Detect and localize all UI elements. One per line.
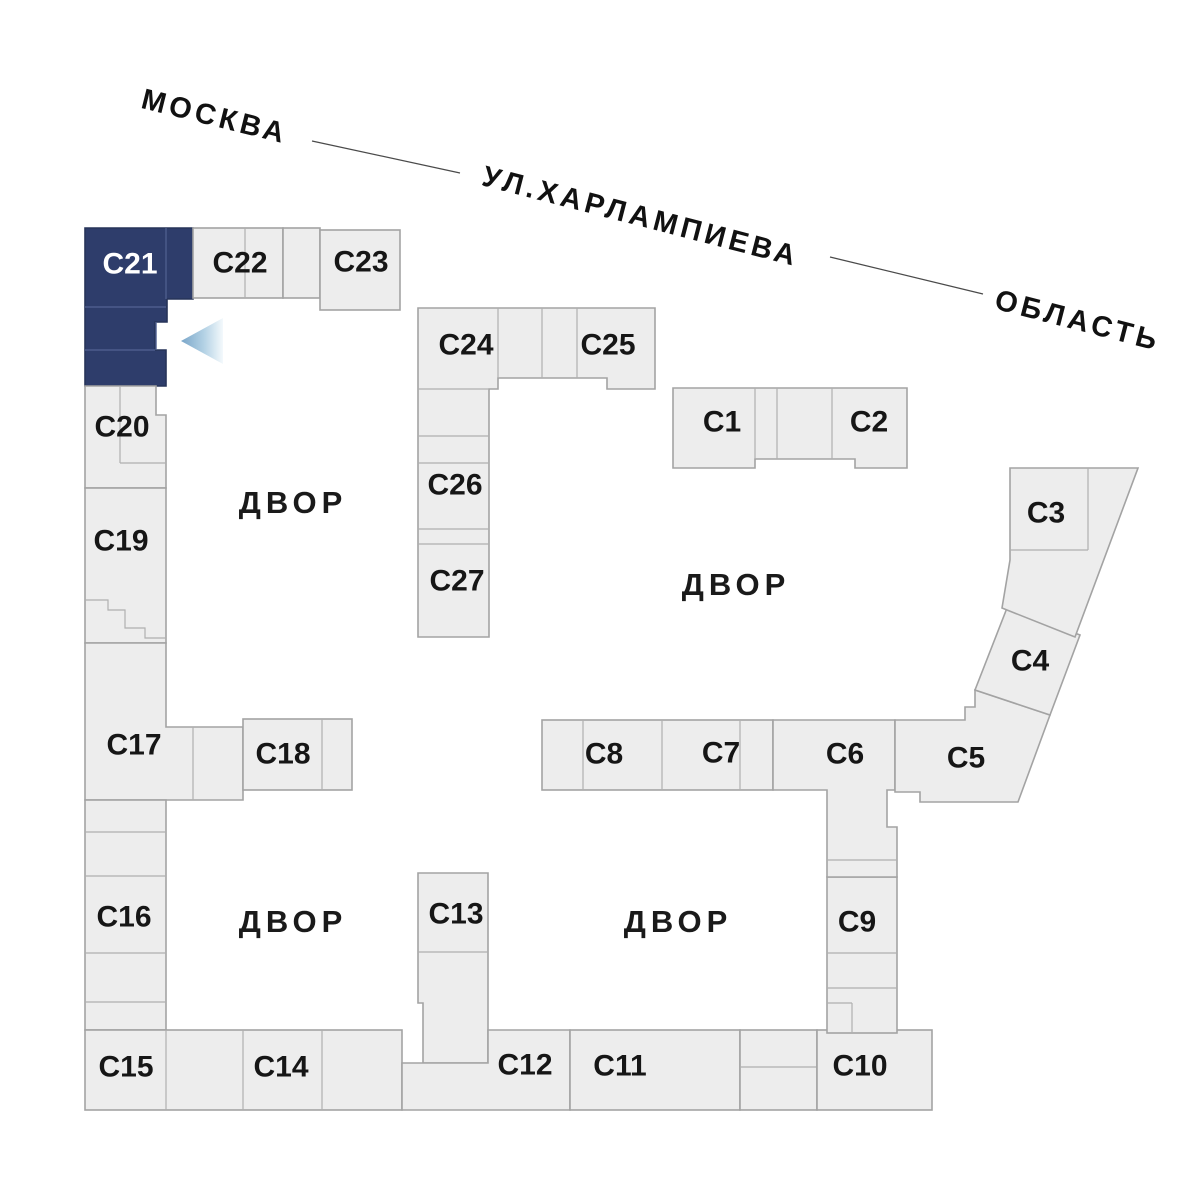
building-label-c14: С14 (253, 1051, 308, 1084)
building-c9[interactable]: С9 (826, 876, 898, 1034)
building-label-c21: С21 (102, 248, 157, 281)
building-c21[interactable]: С21 (84, 227, 194, 387)
street-label-kharlampieva: УЛ.ХАРЛАМПИЕВА (479, 161, 803, 274)
building-label-c11: С11 (593, 1050, 646, 1083)
building-label-c16: С16 (96, 901, 151, 934)
building-label-c4: С4 (1011, 645, 1050, 678)
courtyard-label-bottom-right: ДВОР (624, 904, 733, 939)
building-c3[interactable]: С3 (1001, 467, 1140, 639)
building-c4[interactable]: С4 (973, 606, 1082, 717)
building-label-c19: С19 (93, 525, 148, 558)
building-label-c3: С3 (1027, 497, 1065, 530)
building-segment[interactable] (282, 227, 321, 299)
building-label-c20: С20 (94, 411, 149, 444)
selection-arrow-icon (181, 318, 223, 364)
building-label-c7: С7 (702, 737, 740, 770)
building-c17[interactable]: С17 (84, 642, 244, 801)
building-c24-c27[interactable]: С24 С25 С26 С27 (417, 307, 656, 638)
building-segment-c11-c10[interactable] (739, 1029, 818, 1111)
street-line-left (311, 140, 461, 174)
street-line-right (829, 256, 984, 295)
building-c20[interactable]: С20 (84, 385, 167, 489)
building-c12[interactable]: С12 (401, 1029, 571, 1111)
building-c10[interactable]: С10 (816, 1029, 933, 1111)
building-label-c23: С23 (333, 246, 388, 279)
building-label-c27: С27 (429, 565, 484, 598)
building-label-c25: С25 (580, 329, 635, 362)
building-label-c17: С17 (106, 729, 161, 762)
building-label-c6: С6 (826, 738, 864, 771)
building-label-c2: С2 (850, 406, 888, 439)
building-c16[interactable]: С16 (84, 799, 167, 1031)
building-c23[interactable]: С23 (319, 229, 401, 311)
building-label-c15: С15 (98, 1051, 153, 1084)
street-label-moscow: МОСКВА (138, 83, 291, 150)
building-row-c15-c14[interactable]: С15 С14 (84, 1029, 403, 1111)
building-c22[interactable]: С22 (192, 227, 284, 299)
building-label-c13: С13 (428, 898, 483, 931)
building-label-c18: С18 (255, 738, 310, 771)
courtyard-label-right: ДВОР (682, 567, 791, 602)
building-c13[interactable]: С13 (417, 872, 489, 1064)
building-c19[interactable]: С19 (84, 487, 167, 644)
courtyard-label-top-left: ДВОР (239, 485, 348, 520)
building-label-c24: С24 (438, 329, 493, 362)
building-label-c26: С26 (427, 469, 482, 502)
building-label-c12: С12 (497, 1049, 552, 1082)
building-label-c9: С9 (838, 906, 876, 939)
building-c11[interactable]: С11 (569, 1029, 741, 1111)
courtyard-labels: ДВОР ДВОР ДВОР ДВОР (239, 485, 791, 939)
building-c18[interactable]: С18 (242, 718, 353, 791)
building-label-c10: С10 (832, 1050, 887, 1083)
building-label-c8: С8 (585, 738, 623, 771)
building-c6[interactable]: С6 (772, 719, 898, 878)
building-row-c8-c7[interactable]: С8 С7 (541, 719, 774, 791)
building-c1-c2[interactable]: С1 С2 (672, 387, 908, 469)
street-label-oblast: ОБЛАСТЬ (991, 284, 1164, 358)
building-label-c1: С1 (703, 406, 741, 439)
building-label-c5: С5 (947, 742, 985, 775)
building-c5[interactable]: С5 (894, 688, 1052, 803)
building-label-c22: С22 (212, 247, 267, 280)
courtyard-label-bottom-left: ДВОР (239, 904, 348, 939)
